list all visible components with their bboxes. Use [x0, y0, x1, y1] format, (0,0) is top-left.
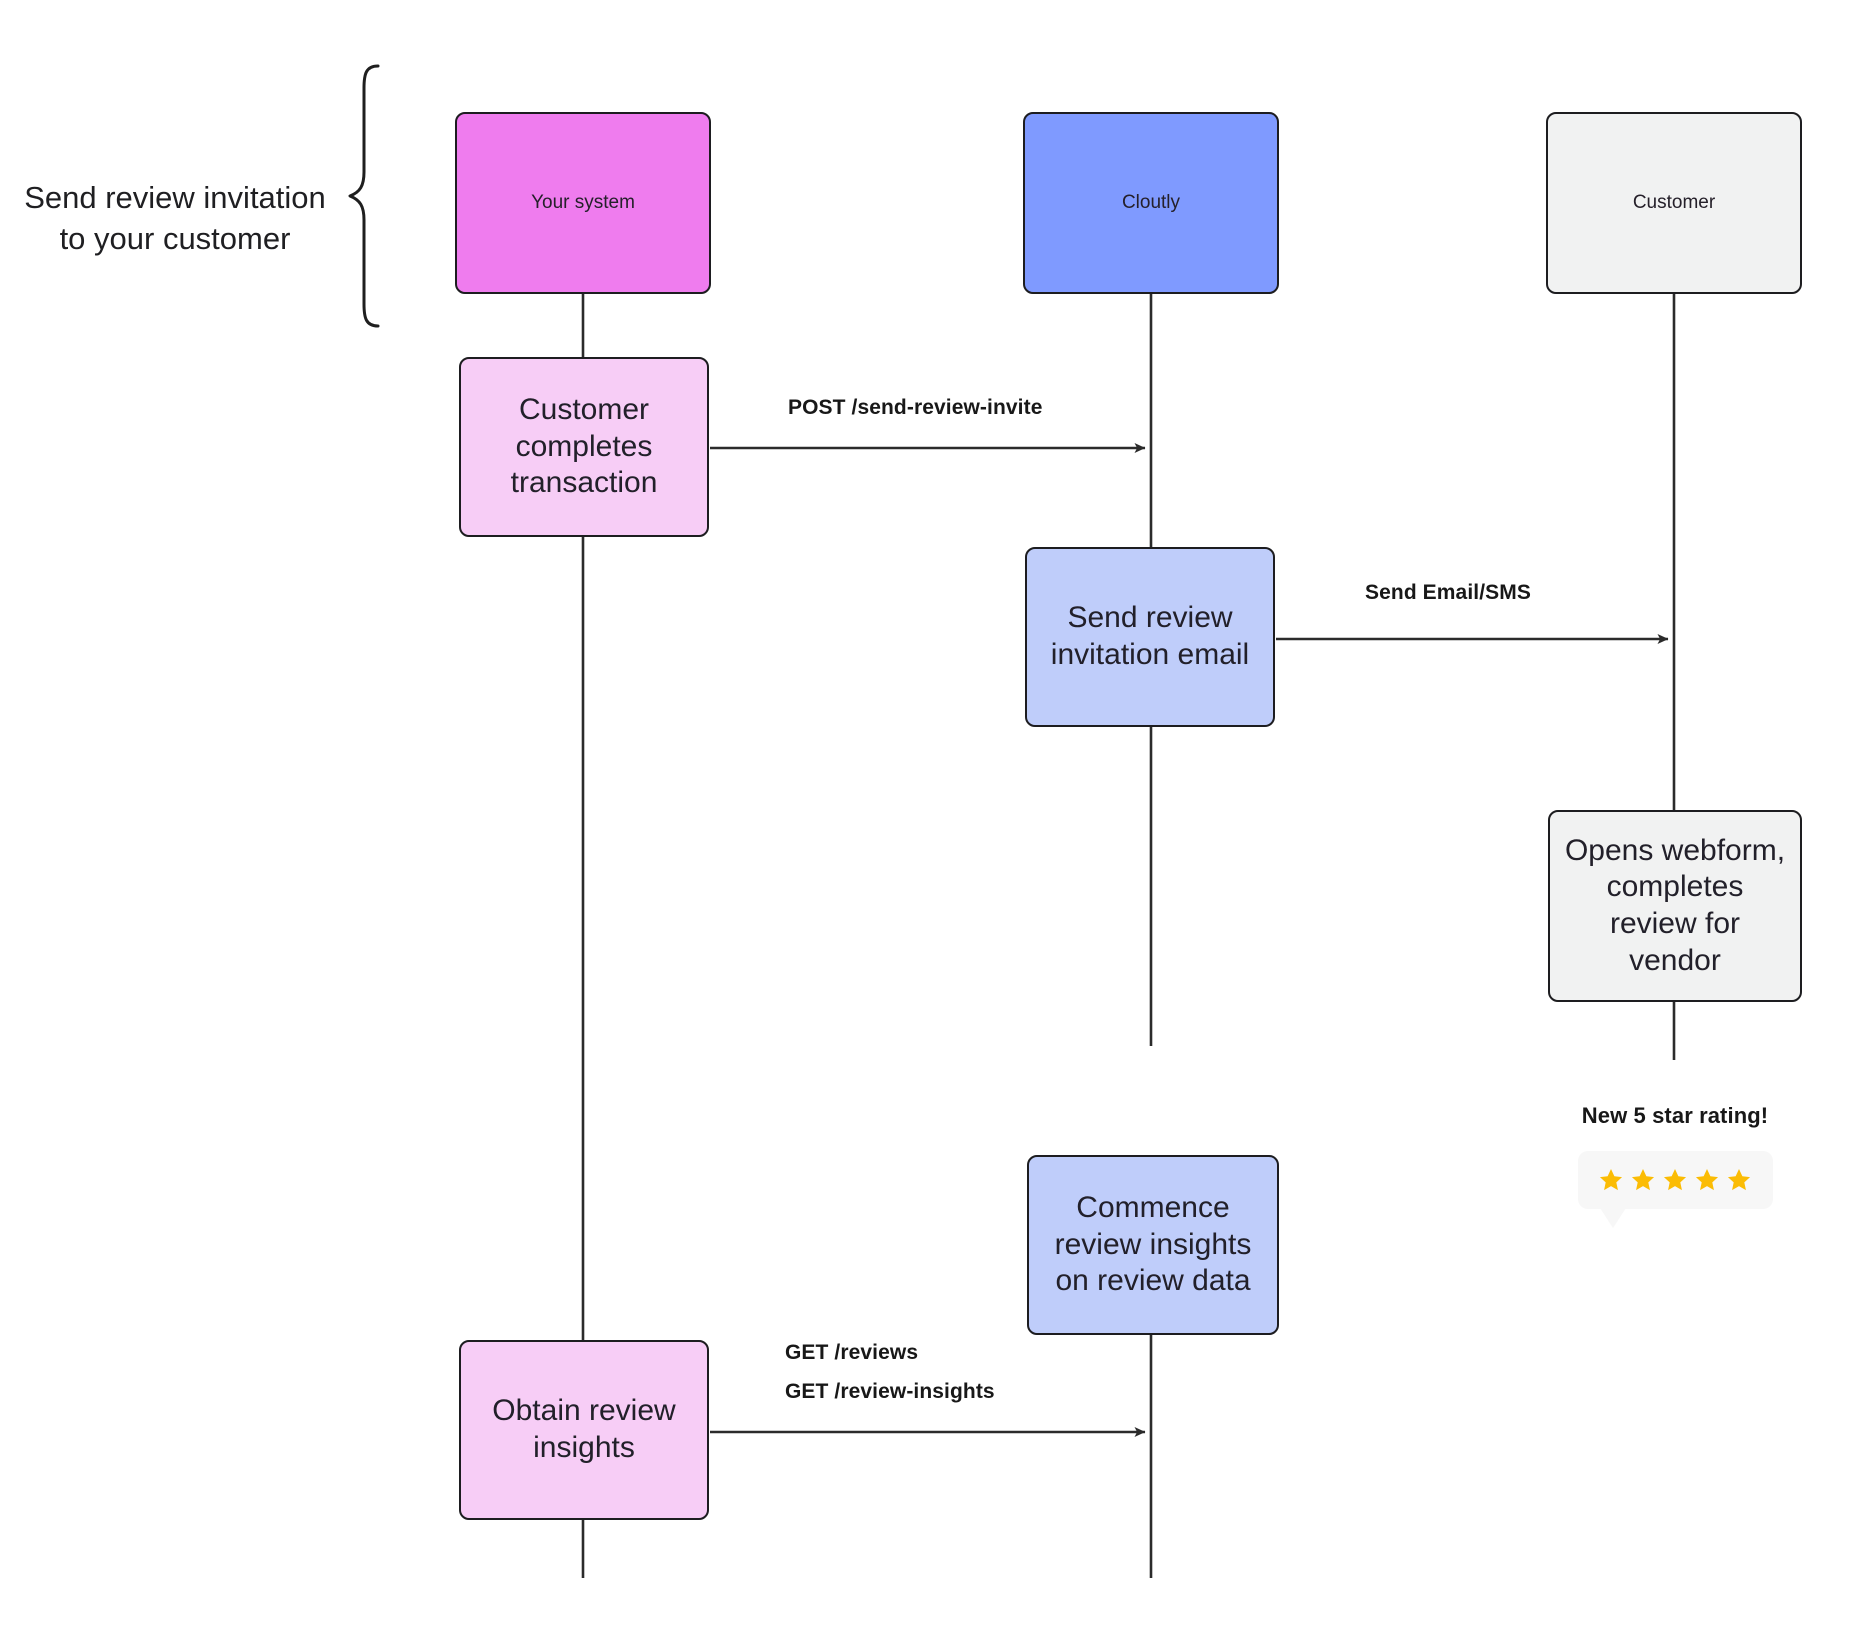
message-label-send-email-sms: Send Email/SMS [1365, 581, 1531, 604]
step-box-send-review-invitation-email[interactable]: Send review invitation email [1025, 547, 1275, 727]
group-note-line-1: Send review invitation [24, 180, 326, 215]
star-icon [1631, 1168, 1655, 1191]
step-label-customer-completes-transaction: Customer completes transaction [510, 393, 658, 500]
message-label-get-review-insights: GET /review-insights [785, 1380, 995, 1403]
rating-callout: New 5 star rating! [1540, 1103, 1810, 1228]
participant-label-customer: Customer [1632, 192, 1716, 214]
group-note: Send review invitation to your customer [10, 178, 340, 260]
group-brace [348, 64, 380, 328]
rating-callout-title: New 5 star rating! [1581, 1103, 1769, 1128]
message-label-get-reviews: GET /reviews [785, 1341, 919, 1364]
participant-label-your-system: Your system [531, 192, 635, 214]
step-box-customer-completes-transaction[interactable]: Customer completes transaction [459, 357, 709, 537]
step-box-obtain-review-insights[interactable]: Obtain review insights [459, 1340, 709, 1520]
step-label-opens-webform: Opens webform, completes review for vend… [1564, 833, 1786, 977]
step-box-commence-review-insights[interactable]: Commence review insights on review data [1027, 1155, 1279, 1335]
participant-header-customer[interactable]: Customer [1546, 112, 1802, 294]
step-label-obtain-review-insights: Obtain review insights [492, 1394, 676, 1464]
step-label-commence-review-insights: Commence review insights on review data [1054, 1191, 1252, 1298]
group-note-line-2: to your customer [59, 220, 291, 256]
message-label-post-send-review-invite: POST /send-review-invite [788, 396, 1043, 419]
star-icon [1663, 1168, 1687, 1191]
star-icon [1599, 1168, 1623, 1191]
participant-header-cloutly[interactable]: Cloutly [1023, 112, 1279, 294]
participant-header-your-system[interactable]: Your system [455, 112, 711, 294]
step-box-opens-webform[interactable]: Opens webform, completes review for vend… [1548, 810, 1802, 1002]
star-icon [1695, 1168, 1719, 1191]
participant-label-cloutly: Cloutly [1121, 192, 1181, 214]
star-icon [1727, 1168, 1751, 1191]
step-label-send-review-invitation-email: Send review invitation email [1050, 601, 1250, 671]
rating-stars-bubble [1577, 1151, 1773, 1228]
